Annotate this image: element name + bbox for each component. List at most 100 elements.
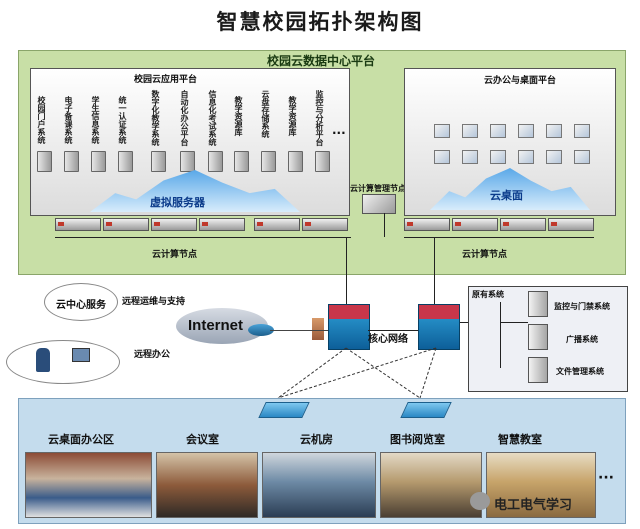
- core-network-label: 核心网络: [368, 334, 408, 345]
- app-server-icon: [261, 151, 276, 172]
- room-label: 智慧教室: [498, 433, 542, 446]
- surveillance-server-icon: [528, 291, 548, 317]
- cloud-desktop-label: 云桌面: [490, 189, 523, 202]
- app-server-icon: [118, 151, 133, 172]
- cloud-mgmt-node-label: 云计算管理节点: [350, 184, 406, 193]
- app-server-icon: [234, 151, 249, 172]
- link-line: [384, 213, 385, 237]
- library-photo: [380, 452, 482, 518]
- computer-lab-photo: [262, 452, 376, 518]
- room-label: 云桌面办公区: [48, 433, 114, 446]
- apps-more: ···: [332, 126, 346, 140]
- desktop-icon: [434, 150, 450, 164]
- app-server-icon: [288, 151, 303, 172]
- meeting-room-photo: [156, 452, 258, 518]
- room-label: 会议室: [186, 433, 219, 446]
- desktop-icon: [546, 150, 562, 164]
- person-icon: [36, 348, 50, 372]
- core-switch-icon: [418, 304, 460, 350]
- watermark: 电工电气学习: [494, 498, 573, 513]
- room-label: 云机房: [300, 433, 333, 446]
- dashed-link: [419, 347, 437, 399]
- app-server-icon: [180, 151, 195, 172]
- rooms-more: ···: [598, 470, 614, 486]
- cloud-mgmt-server-icon: [362, 194, 396, 214]
- app-label: 电子备课系统: [64, 96, 73, 144]
- dashed-link: [277, 347, 347, 399]
- existing-system-label: 监控与门禁系统: [554, 302, 610, 311]
- desktop-icon: [574, 150, 590, 164]
- desktop-icon: [490, 124, 506, 138]
- compute-node-server-icon: [302, 218, 348, 231]
- room-label: 图书阅览室: [390, 433, 445, 446]
- desktop-icon: [518, 124, 534, 138]
- app-label: 学生信息系统: [91, 96, 100, 144]
- cloud-service-cloud: [44, 283, 118, 321]
- cloud-service-label: 云中心服务: [56, 300, 106, 311]
- compute-node-server-icon: [151, 218, 197, 231]
- app-server-icon: [64, 151, 79, 172]
- firewall-icon: [312, 318, 324, 340]
- compute-node-label: 云计算节点: [462, 250, 508, 260]
- link-line: [270, 330, 328, 331]
- computer-icon: [72, 348, 90, 362]
- broadcast-server-icon: [528, 324, 548, 350]
- internet-label: Internet: [188, 317, 244, 334]
- compute-bus-line: [55, 237, 351, 238]
- smart-classroom-photo: [486, 452, 596, 518]
- app-label: 信息化考试系统: [208, 90, 217, 146]
- app-label: 教学资源库: [288, 96, 297, 136]
- compute-node-server-icon: [199, 218, 245, 231]
- app-server-icon: [91, 151, 106, 172]
- compute-node-server-icon: [452, 218, 498, 231]
- virtual-server-label: 虚拟服务器: [150, 196, 205, 209]
- app-server-icon: [315, 151, 330, 172]
- link-line: [368, 330, 418, 331]
- remote-office-label: 远程办公: [134, 350, 171, 360]
- app-server-icon: [151, 151, 166, 172]
- core-switch-icon: [328, 304, 370, 350]
- desktop-platform-title: 云办公与桌面平台: [484, 76, 557, 86]
- desktop-icon: [518, 150, 534, 164]
- compute-node-server-icon: [500, 218, 546, 231]
- existing-system-label: 广播系统: [566, 335, 598, 344]
- app-label: 统一认证系统: [118, 96, 127, 144]
- compute-node-server-icon: [103, 218, 149, 231]
- app-server-icon: [37, 151, 52, 172]
- compute-node-label: 云计算节点: [152, 250, 198, 260]
- access-switch-icon: [258, 402, 310, 418]
- remote-ops-label: 远程运维与支持: [122, 297, 186, 307]
- app-server-icon: [208, 151, 223, 172]
- app-label: 数字化教学系统: [151, 90, 160, 146]
- wechat-icon: [470, 492, 490, 510]
- app-label: 校园门户系统: [37, 96, 46, 144]
- compute-node-server-icon: [548, 218, 594, 231]
- desktop-icon: [490, 150, 506, 164]
- file-server-icon: [528, 357, 548, 383]
- desktop-icon: [434, 124, 450, 138]
- router-icon: [248, 324, 274, 336]
- link-line: [500, 302, 501, 368]
- link-line: [500, 322, 528, 323]
- remote-office-cloud: [6, 340, 120, 384]
- compute-node-server-icon: [55, 218, 101, 231]
- compute-node-server-icon: [404, 218, 450, 231]
- desktop-icon: [462, 150, 478, 164]
- desktop-icon: [574, 124, 590, 138]
- app-label: 自动化办公平台: [180, 90, 189, 146]
- existing-systems-panel: [468, 286, 628, 392]
- access-switch-icon: [400, 402, 452, 418]
- platform-title: 校园云数据中心平台: [266, 54, 375, 68]
- app-platform-title: 校园云应用平台: [134, 75, 198, 85]
- app-label: 云盘存储系统: [261, 90, 270, 138]
- app-label: 监控与分析平台: [315, 90, 324, 146]
- dashed-link: [277, 347, 437, 399]
- office-photo: [25, 452, 152, 518]
- existing-systems-title: 原有系统: [472, 290, 504, 299]
- compute-bus-line: [404, 237, 594, 238]
- compute-node-server-icon: [254, 218, 300, 231]
- link-line: [434, 238, 435, 304]
- page-title: 智慧校园拓扑架构图: [216, 9, 424, 34]
- existing-system-label: 文件管理系统: [556, 367, 604, 376]
